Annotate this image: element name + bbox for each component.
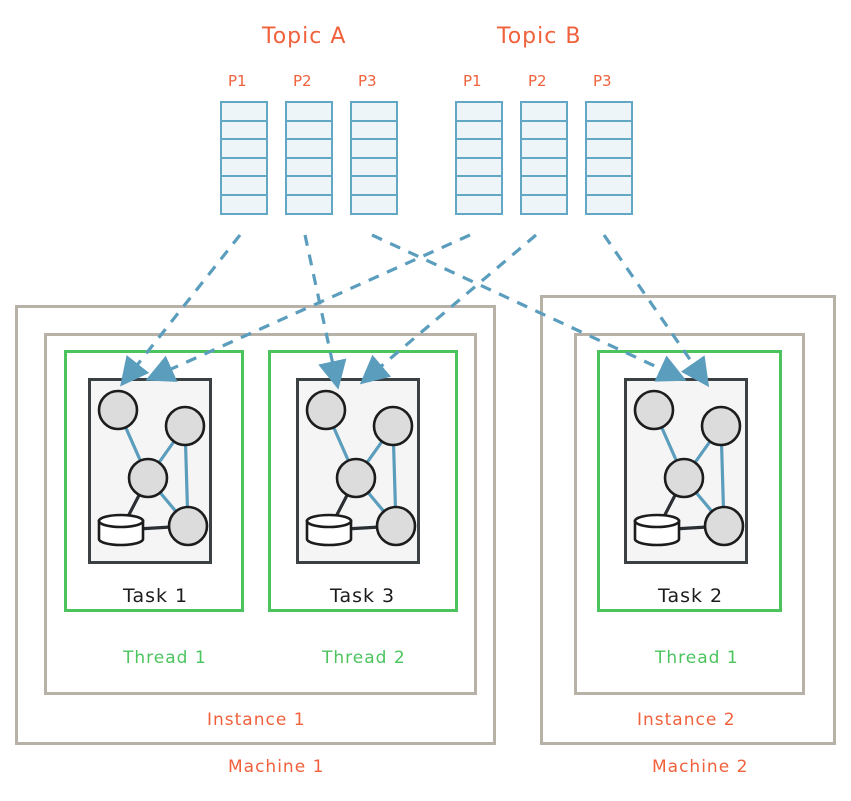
topic-label-b: Topic B — [497, 24, 582, 49]
partition-queue-b-p2[interactable] — [520, 101, 568, 215]
partition-label-b-p3: P3 — [593, 72, 612, 90]
task-box-3 — [296, 378, 420, 564]
topic-label-a: Topic A — [262, 24, 347, 49]
partition-queue-a-p2[interactable] — [285, 101, 333, 215]
thread-label-1-1: Thread 1 — [123, 648, 207, 668]
partition-label-a-p3: P3 — [358, 72, 377, 90]
partition-queue-b-p3[interactable] — [585, 101, 633, 215]
partition-label-a-p1: P1 — [228, 72, 247, 90]
task-box-1 — [88, 378, 212, 564]
task-label-2: Task 2 — [658, 585, 724, 607]
partition-label-b-p2: P2 — [528, 72, 547, 90]
partition-cell — [455, 193, 503, 215]
partition-cell — [285, 193, 333, 215]
instance-label-1: Instance 1 — [207, 710, 306, 730]
partition-label-a-p2: P2 — [293, 72, 312, 90]
partition-cell — [585, 193, 633, 215]
thread-label-1-2: Thread 2 — [322, 648, 406, 668]
partition-cell — [350, 193, 398, 215]
partition-cell — [520, 193, 568, 215]
partition-queue-b-p1[interactable] — [455, 101, 503, 215]
partition-queue-a-p1[interactable] — [220, 101, 268, 215]
thread-label-2-1: Thread 1 — [655, 648, 739, 668]
partition-cell — [220, 193, 268, 215]
instance-label-2: Instance 2 — [637, 710, 736, 730]
task-label-1: Task 1 — [123, 585, 189, 607]
partition-queue-a-p3[interactable] — [350, 101, 398, 215]
task-box-2 — [624, 378, 748, 564]
partition-label-b-p1: P1 — [463, 72, 482, 90]
machine-label-2: Machine 2 — [652, 757, 749, 777]
task-label-3: Task 3 — [330, 585, 396, 607]
machine-label-1: Machine 1 — [228, 757, 325, 777]
